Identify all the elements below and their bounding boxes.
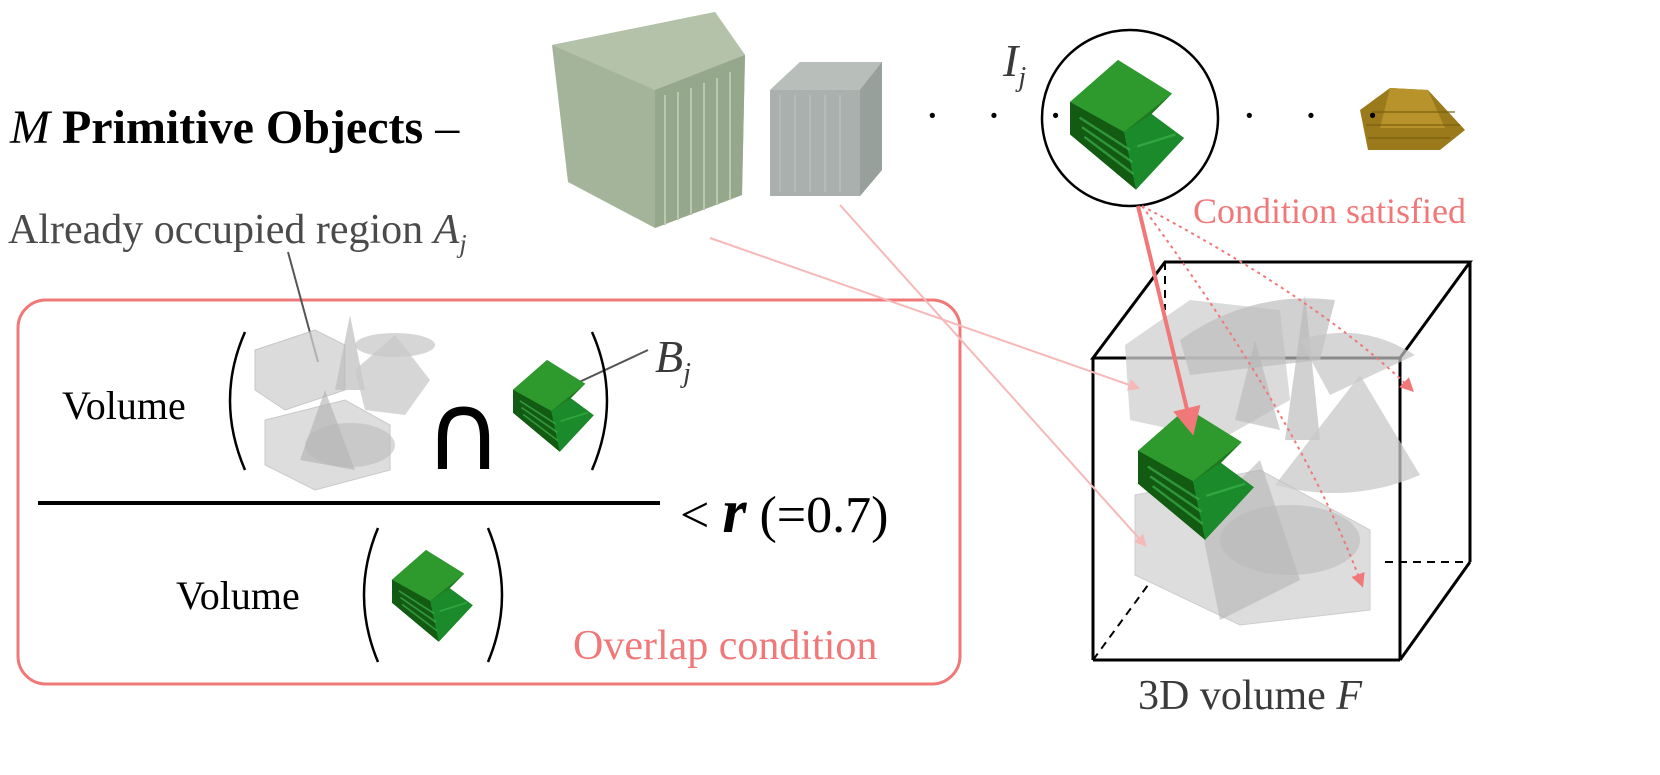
m-primitive-objects-title: M Primitive Objects –: [10, 100, 459, 155]
already-occupied-subscript: j: [459, 229, 467, 259]
primitive-objects-heading: Primitive Objects: [61, 101, 424, 154]
title-dash: –: [435, 101, 460, 154]
condition-satisfied-label: Condition satisfied: [1193, 191, 1466, 231]
overlap-condition-box: [16, 298, 962, 686]
right-paren-upper: [590, 331, 609, 471]
volume-3d-symbol: F: [1336, 673, 1362, 719]
volume-3d-text: 3D volume: [1138, 673, 1337, 719]
volume-3d-hidden-edges: [1092, 262, 1470, 661]
left-paren-upper: [228, 331, 247, 471]
already-occupied-label: Already occupied region Aj: [8, 206, 467, 259]
threshold-value: (=0.7): [746, 487, 889, 544]
ellipsis-right: · · ·: [1242, 91, 1398, 140]
selected-object-symbol: I: [1003, 35, 1019, 86]
volume-label-numerator: Volume: [62, 383, 186, 428]
less-than-sign: <: [680, 487, 723, 544]
threshold-symbol: r: [722, 478, 747, 546]
b-object-subscript: j: [683, 358, 691, 390]
selected-object-label: Ij: [1003, 34, 1026, 94]
left-paren-lower: [362, 527, 380, 663]
arrow-selected-to-volume: [1136, 205, 1201, 436]
volume-3d-label: 3D volume F: [1138, 672, 1362, 720]
arrow-slate-to-volume: [839, 204, 1147, 547]
intersection-symbol: ∩: [424, 370, 504, 495]
selected-object-subscript: j: [1018, 62, 1027, 94]
ellipsis-left: · · ·: [925, 91, 1081, 140]
primitive-object-sage-prism: [552, 12, 745, 228]
occupied-region-cluster: [254, 314, 436, 491]
selected-object-green-house: [1068, 58, 1186, 191]
already-occupied-symbol: A: [433, 207, 460, 253]
selected-object-circle: [1040, 28, 1220, 208]
candidate-object-lower: [391, 549, 474, 643]
arrow-sage-to-volume: [709, 237, 1141, 391]
volume-label-denominator: Volume: [176, 573, 300, 618]
b-object-label: Bj: [655, 330, 691, 390]
primitive-object-slate-cube: [770, 62, 882, 196]
arrow-dotted-1: [1141, 205, 1415, 392]
volume-3d-box: [1090, 260, 1473, 662]
candidate-object-upper: [512, 359, 595, 453]
m-symbol: M: [10, 101, 50, 154]
b-label-leader: [574, 349, 649, 385]
already-occupied-text: Already occupied region: [8, 207, 434, 253]
threshold-inequality: < r (=0.7): [680, 477, 888, 548]
primitive-object-ochre-pyramid: [1360, 88, 1465, 150]
right-paren-lower: [486, 527, 504, 663]
b-object-symbol: B: [655, 331, 684, 382]
overlap-condition-label: Overlap condition: [573, 623, 878, 669]
